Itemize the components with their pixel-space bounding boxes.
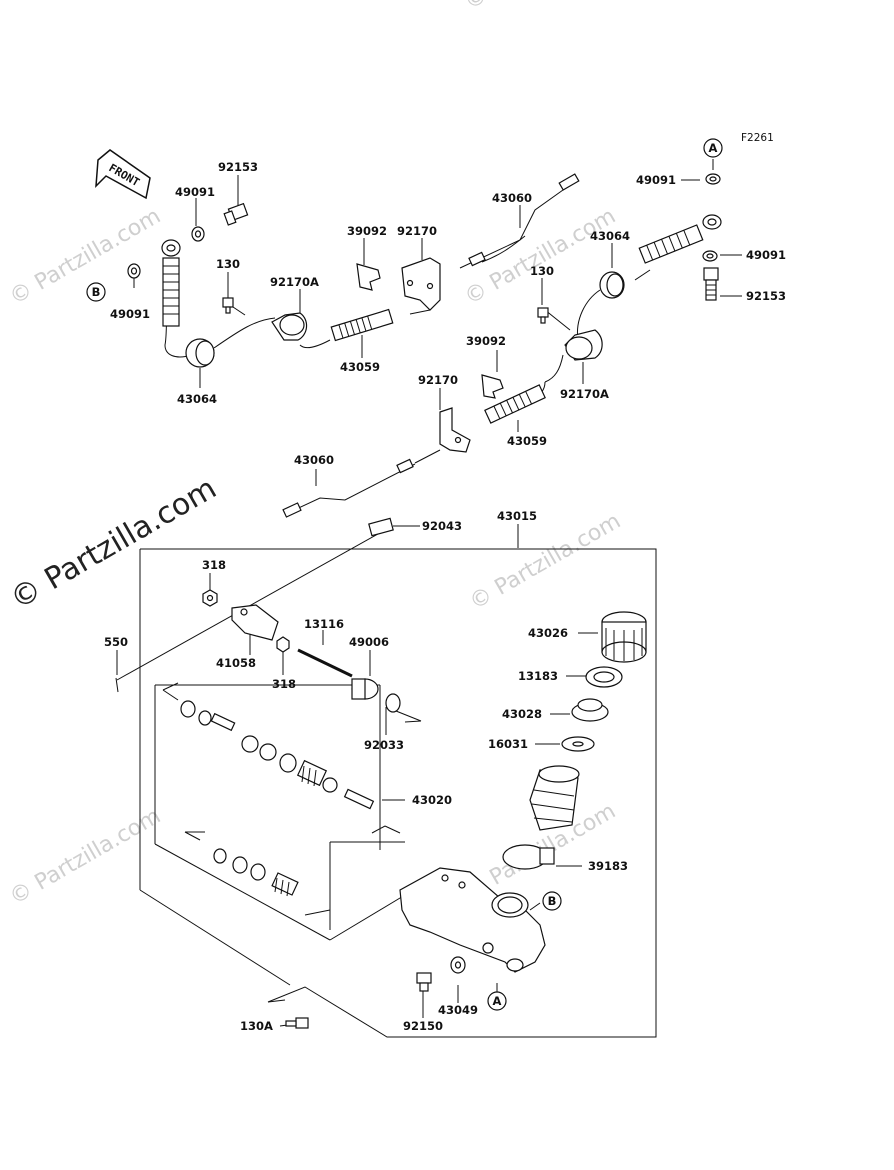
part-label: 43020: [412, 793, 452, 807]
part-label: 43028: [502, 707, 542, 721]
callout-a-label: A: [709, 141, 718, 155]
callout-b-label: B: [92, 285, 101, 299]
part-label: 13183: [518, 669, 558, 683]
part-label: 39183: [588, 859, 628, 873]
part-label: 43059: [507, 434, 547, 448]
callout-b-right: B: [542, 891, 562, 911]
part-label: 39092: [466, 334, 506, 348]
part-label: 92150: [403, 1019, 443, 1033]
callout-a-bottom: A: [487, 991, 507, 1011]
part-label: 43049: [438, 1003, 478, 1017]
part-label: 49091: [746, 248, 786, 262]
part-label: 16031: [488, 737, 528, 751]
part-label: 550: [104, 635, 128, 649]
part-label: 39092: [347, 224, 387, 238]
part-label: 43060: [492, 191, 532, 205]
watermark-text: © Partzilla.com: [461, 0, 621, 15]
callout-a-label: A: [493, 994, 502, 1008]
callout-b-left: B: [86, 282, 106, 302]
part-label: 92153: [218, 160, 258, 174]
part-labels: 92153 49091 49091 43064 130 92170A 39092…: [104, 160, 786, 1033]
part-label: 318: [202, 558, 226, 572]
part-label: 49091: [636, 173, 676, 187]
assembly-frame: [116, 529, 657, 1038]
part-label: 43064: [177, 392, 217, 406]
part-label: 130A: [240, 1019, 273, 1033]
part-label: 49091: [110, 307, 150, 321]
watermark-text: © Partzilla.com: [6, 804, 166, 911]
part-label: 92170: [397, 224, 437, 238]
part-label: 49091: [175, 185, 215, 199]
watermark-text-main: © Partzilla.com: [5, 471, 223, 617]
part-label: 43026: [528, 626, 568, 640]
part-label: 92153: [746, 289, 786, 303]
part-graphics: [115, 173, 722, 1029]
part-label: 49006: [349, 635, 389, 649]
part-label: 43059: [340, 360, 380, 374]
watermark-text: © Partzilla.com: [6, 204, 166, 311]
leader-lines: [133, 159, 742, 548]
part-label: 318: [272, 677, 296, 691]
front-arrow: FRONT: [95, 149, 151, 200]
part-label: 41058: [216, 656, 256, 670]
part-label: 92170A: [560, 387, 609, 401]
callout-a-top: A: [703, 138, 723, 158]
part-label: 130: [530, 264, 554, 278]
part-label: 92033: [364, 738, 404, 752]
part-label: 13116: [304, 617, 344, 631]
part-label: 92170: [418, 373, 458, 387]
part-label: 43064: [590, 229, 630, 243]
part-label: 92170A: [270, 275, 319, 289]
part-label: 92043: [422, 519, 462, 533]
part-label: 43015: [497, 509, 537, 523]
callout-b-label: B: [548, 894, 557, 908]
part-label: 130: [216, 257, 240, 271]
figure-code: F2261: [741, 132, 774, 144]
part-label: 43060: [294, 453, 334, 467]
watermark-text: © Partzilla.com: [466, 509, 626, 616]
